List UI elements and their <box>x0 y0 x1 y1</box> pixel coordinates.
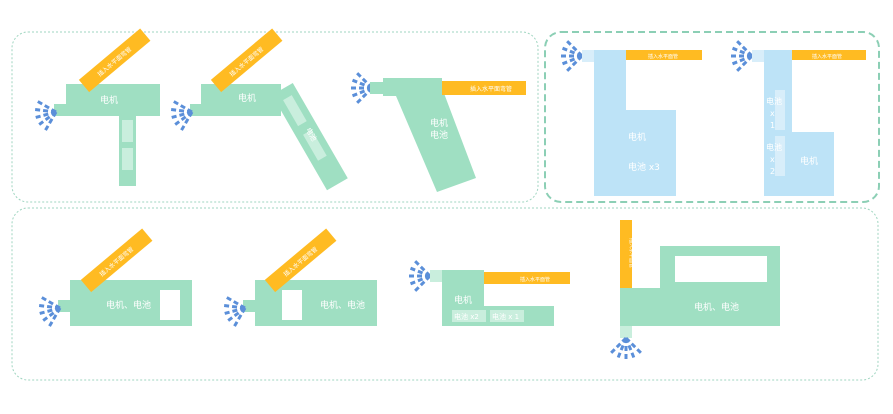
battery-label: 电池 <box>766 96 782 106</box>
battery-label: 2 <box>770 167 775 176</box>
motor-label: 电机 <box>800 155 818 167</box>
nozzle <box>243 300 257 312</box>
motor-label: 电机 <box>430 117 448 129</box>
insert-pipe <box>626 50 702 60</box>
battery-label: x <box>770 109 775 118</box>
battery-slot <box>490 310 524 322</box>
insert-pipe <box>80 228 153 293</box>
motor-label: 电机 <box>628 131 646 143</box>
group-frame-top-right <box>544 31 880 203</box>
pipe-label: 插入水平面管 <box>520 276 550 283</box>
spray-icon <box>609 336 643 362</box>
config-3: 插入水平面弯管 电机 电池 <box>348 71 526 192</box>
nozzle <box>582 50 594 62</box>
nozzle <box>430 270 442 282</box>
motor-battery-label: 电机、电池 <box>320 299 365 311</box>
insert-pipe <box>210 28 283 93</box>
battery-label: 电池 <box>430 129 448 141</box>
config-2: 插入水平面弯管 电机 电池 <box>165 28 348 191</box>
nozzle <box>620 326 632 338</box>
battery-slot <box>775 136 785 176</box>
pipe-label: 插入水平面管 <box>812 53 842 60</box>
spray-icon <box>558 39 584 73</box>
battery-slot <box>775 90 785 130</box>
battery-slot <box>303 129 327 161</box>
nozzle <box>54 104 68 116</box>
motor-battery-body <box>620 288 780 326</box>
battery-count-label: 电池 x 1 <box>492 312 519 321</box>
insert-pipe <box>620 220 632 298</box>
motor-body <box>201 84 281 116</box>
insert-pipe <box>264 228 337 293</box>
battery-slot <box>122 148 133 170</box>
group-frame-bottom <box>11 207 879 381</box>
battery-label: x <box>770 155 775 164</box>
motor-battery-label: 电机、电池 <box>694 301 739 313</box>
spray-icon <box>29 96 62 134</box>
group-frame-top-left <box>11 31 539 203</box>
battery-label: 1 <box>770 121 775 130</box>
pipe-label: 插入水平面管 <box>628 238 635 268</box>
nozzle <box>190 104 204 116</box>
nozzle <box>370 82 384 94</box>
motor-label: 电机 <box>100 94 118 106</box>
battery-slot <box>122 120 133 142</box>
pipe-label: 插入水平面弯管 <box>470 85 512 93</box>
config-9: 插入水平面管 电机、电池 <box>609 220 780 362</box>
spray-icon <box>33 292 66 330</box>
window-cutout <box>160 290 180 320</box>
battery-slot <box>283 95 307 127</box>
pipe-label: 插入水平面管 <box>648 53 678 60</box>
nozzle <box>752 50 764 62</box>
battery-body <box>594 50 676 196</box>
battery-count-label: 电池 x2 <box>454 312 479 321</box>
motor-battery-label: 电机、电池 <box>106 299 151 311</box>
spray-icon <box>348 71 374 105</box>
insert-pipe <box>484 272 570 284</box>
config-8: 插入水平面管 电机 电池 x2 电池 x 1 <box>406 259 570 326</box>
window-cutout <box>282 290 302 320</box>
insert-pipe <box>792 50 866 60</box>
insert-pipe <box>78 28 151 93</box>
window-cutout <box>675 256 767 282</box>
motor-label: 电机 <box>238 92 256 104</box>
battery-label: 电池 <box>766 142 782 152</box>
battery-count-label: 电池 x3 <box>628 161 660 173</box>
spray-icon <box>165 96 198 134</box>
spray-icon <box>728 39 754 73</box>
spray-icon <box>406 259 432 293</box>
motor-body <box>66 84 160 116</box>
insert-pipe <box>442 81 526 95</box>
motor-label: 电机 <box>454 294 472 306</box>
config-6: 插入水平面弯管 电机、电池 <box>33 228 192 330</box>
config-5: 插入水平面管 电池 x 1 电池 x 2 电机 <box>728 39 866 196</box>
battery-slot <box>452 310 486 322</box>
config-1: 插入水平面弯管 电机 <box>29 28 160 186</box>
config-4: 插入水平面管 电机 电池 x3 <box>558 39 702 196</box>
nozzle <box>58 300 72 312</box>
config-7: 插入水平面弯管 电机、电池 <box>218 228 377 330</box>
spray-icon <box>218 292 251 330</box>
motor-battery-body <box>383 78 476 192</box>
